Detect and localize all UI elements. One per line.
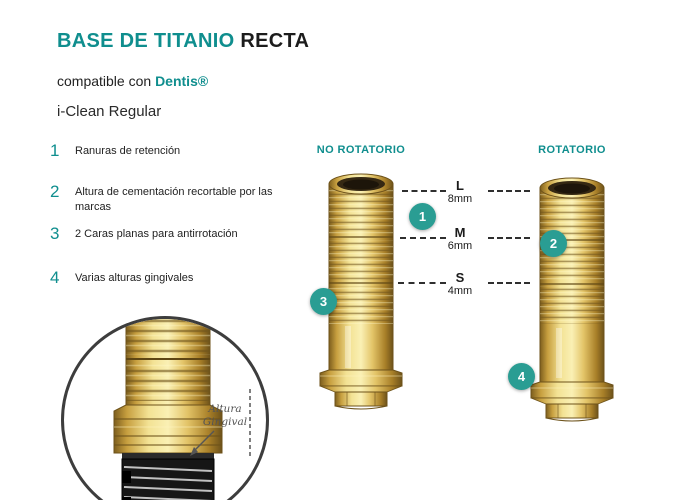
detail-illustration xyxy=(113,319,251,500)
compatibility-prefix: compatible con xyxy=(57,73,152,89)
size-marker-l: L 8mm xyxy=(438,179,482,206)
size-letter: M xyxy=(454,225,466,240)
feature-label: Varias alturas gingivales xyxy=(75,272,194,284)
size-letter: L xyxy=(456,178,464,193)
feature-list: 1 Ranuras de retención 2 Altura de cemen… xyxy=(50,142,300,302)
feature-label: 2 Caras planas para antirrotación xyxy=(75,228,238,240)
feature-item: 4 Varias alturas gingivales xyxy=(50,269,287,286)
gingival-height-label: Altura Gingival xyxy=(202,403,248,429)
size-dash-line xyxy=(398,282,446,284)
feature-item: 3 2 Caras planas para antirrotación xyxy=(50,225,287,242)
size-letter: S xyxy=(455,270,465,285)
size-value: 6mm xyxy=(447,240,473,252)
callout-badge-4: 4 xyxy=(508,363,535,390)
feature-item: 2 Altura de cementación recortable por l… xyxy=(50,183,287,216)
callout-badge-1: 1 xyxy=(409,203,436,230)
column-label-no-rotatorio: NO ROTATORIO xyxy=(316,144,406,156)
rotatorio-abutment-illustration xyxy=(530,177,614,422)
feature-number: 4 xyxy=(50,268,60,287)
size-dash-line xyxy=(488,237,530,239)
size-dash-line xyxy=(488,190,530,192)
page-title: BASE DE TITANIO RECTA xyxy=(57,30,309,53)
size-dash-line xyxy=(400,237,446,239)
size-value: 8mm xyxy=(447,193,473,205)
size-dash-line xyxy=(402,190,446,192)
feature-number: 2 xyxy=(50,182,60,201)
callout-badge-2: 2 xyxy=(540,230,567,257)
title-variant: RECTA xyxy=(240,30,310,52)
product-line: i-Clean Regular xyxy=(57,103,162,120)
column-label-rotatorio: ROTATORIO xyxy=(538,144,606,156)
feature-label: Ranuras de retención xyxy=(75,145,181,157)
detail-zoom-circle: Altura Gingival xyxy=(61,316,269,500)
size-marker-m: M 6mm xyxy=(438,226,482,253)
compatibility-line: compatible con Dentis® xyxy=(57,73,208,89)
size-marker-s: S 4mm xyxy=(438,271,482,298)
feature-number: 1 xyxy=(50,141,60,160)
feature-number: 3 xyxy=(50,224,60,243)
feature-item: 1 Ranuras de retención xyxy=(50,142,287,159)
no-rotatorio-abutment-illustration xyxy=(319,173,403,410)
brand-name: Dentis® xyxy=(155,73,209,89)
title-main: BASE DE TITANIO xyxy=(57,30,235,52)
feature-label: Altura de cementación recortable por las… xyxy=(75,186,273,214)
size-dash-line xyxy=(488,282,530,284)
callout-badge-3: 3 xyxy=(310,288,337,315)
size-value: 4mm xyxy=(447,285,473,297)
